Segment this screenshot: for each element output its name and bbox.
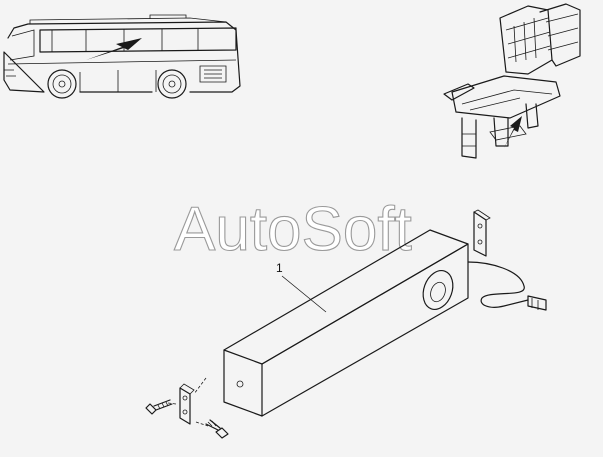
arrow-icon [504, 116, 522, 148]
screw-icon [205, 419, 229, 439]
bracket-icon [473, 209, 491, 257]
callout-label: 1 [276, 261, 283, 275]
screw-icon [145, 399, 173, 415]
bus-icon [3, 14, 241, 99]
bracket-icon [179, 383, 195, 425]
arrow-icon [86, 38, 142, 60]
watermark: AutoSoft [174, 195, 412, 264]
seat-icon [443, 3, 581, 159]
callout-1: 1 [276, 261, 327, 313]
heater-unit [223, 229, 547, 417]
